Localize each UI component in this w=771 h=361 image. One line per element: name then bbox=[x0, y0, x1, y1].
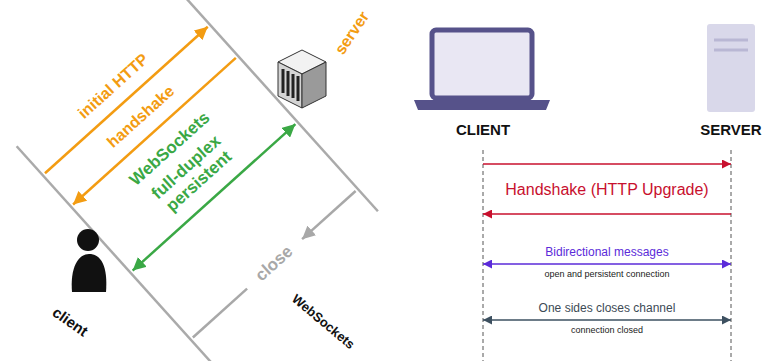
actor-label: CLIENT bbox=[456, 121, 510, 138]
websocket-sketch bbox=[17, 0, 378, 361]
laptop-icon bbox=[414, 30, 550, 110]
line-note: connection closed bbox=[571, 326, 643, 336]
message-label: Handshake (HTTP Upgrade) bbox=[505, 181, 708, 199]
role-label: client bbox=[49, 304, 91, 340]
message-label: One sides closes channel bbox=[539, 302, 676, 315]
message-arrow bbox=[483, 263, 731, 264]
server-icon bbox=[707, 24, 755, 112]
caption-label: WebSockets bbox=[289, 292, 357, 352]
arrow-label: close bbox=[252, 242, 297, 285]
server-lifeline bbox=[731, 150, 732, 361]
actor-box: CLIENT bbox=[450, 119, 516, 140]
client-lifeline bbox=[483, 150, 484, 361]
line-note: open and persistent connection bbox=[544, 270, 669, 280]
actor-label: SERVER bbox=[700, 121, 761, 138]
role-label: server bbox=[331, 8, 372, 58]
actor-box: SERVER bbox=[694, 119, 767, 140]
close-arrow bbox=[302, 191, 356, 239]
duplex-arrow bbox=[133, 124, 296, 271]
arrow-label: full-duplex persistent bbox=[143, 127, 242, 222]
message-arrow bbox=[483, 319, 731, 320]
message-arrow bbox=[483, 163, 731, 164]
person-icon bbox=[72, 229, 107, 292]
message-arrow bbox=[483, 213, 731, 214]
server-cube bbox=[278, 50, 326, 108]
close-line bbox=[193, 289, 247, 338]
message-label: Bidirectional messages bbox=[545, 246, 668, 259]
request-arrow bbox=[45, 27, 208, 174]
